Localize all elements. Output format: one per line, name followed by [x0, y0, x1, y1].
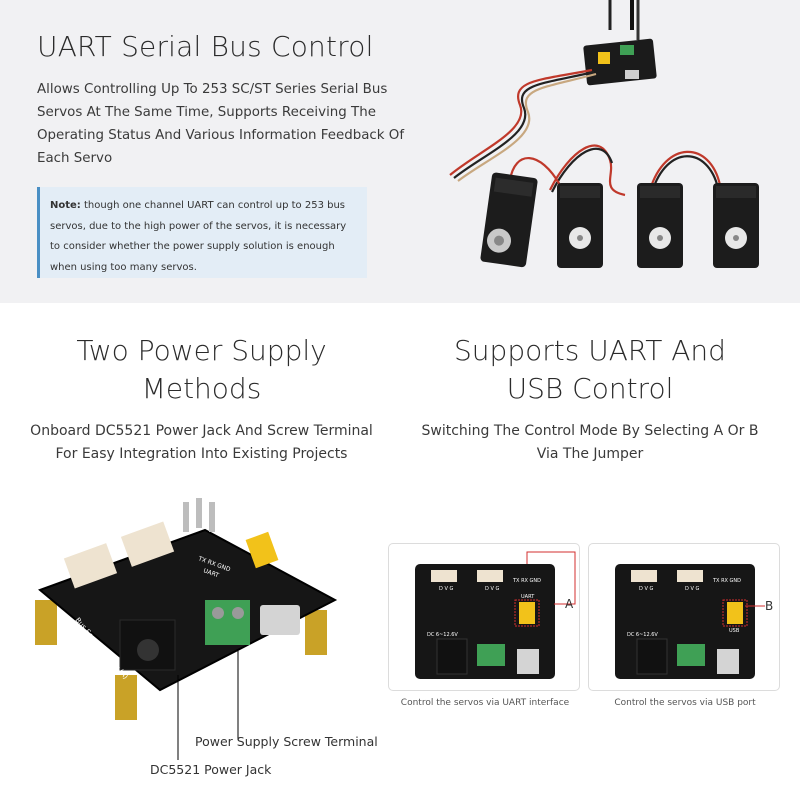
svg-text:D V G: D V G: [439, 586, 453, 592]
servo-2: [557, 183, 603, 268]
servo-3: [637, 183, 683, 268]
callout-dc-jack: DC5521 Power Jack: [150, 762, 272, 777]
svg-text:DC 6~12.6V: DC 6~12.6V: [627, 632, 658, 638]
caption-usb: Control the servos via USB port: [614, 698, 756, 708]
standoff-bottom: [115, 675, 137, 720]
power-subtitle-line1: Onboard DC5521 Power Jack And Screw Term…: [30, 423, 373, 439]
caption-uart: Control the servos via UART interface: [400, 698, 570, 708]
svg-text:TX RX GND: TX RX GND: [712, 578, 741, 584]
svg-text:D V G: D V G: [485, 586, 499, 592]
uart-section-title: UART Serial Bus Control: [37, 30, 374, 63]
uart-section: UART Serial Bus Control Allows Controlli…: [0, 0, 800, 303]
pin-header: [183, 502, 189, 532]
servo-chain-illustration: [449, 0, 759, 268]
servo-1: [480, 172, 538, 268]
svg-text:D V G: D V G: [685, 586, 699, 592]
adapter-board-illustration: TX RX GND UART Bus Servo Adapter (A): [35, 498, 338, 760]
servo-4: [713, 183, 759, 268]
servo-header-1: [63, 543, 118, 589]
panel-usb-mode: D V G D V G TX RX GND USB DC 6~12.6V B: [588, 543, 780, 691]
usb-c-port: [260, 605, 300, 635]
panel-uart-mode: D V G D V G TX RX GND UART DC 6~12.6V A: [388, 543, 580, 691]
note-text: though one channel UART can control up t…: [50, 200, 347, 273]
note-label: Note:: [50, 200, 81, 211]
jumper: [245, 531, 279, 569]
svg-text:D V G: D V G: [639, 586, 653, 592]
standoff-right: [305, 610, 327, 655]
svg-text:TX RX GND: TX RX GND: [512, 578, 541, 584]
power-subtitle-line2: For Easy Integration Into Existing Proje…: [55, 446, 348, 462]
control-subtitle-line2: Via The Jumper: [536, 446, 644, 462]
control-subtitle-line1: Switching The Control Mode By Selecting …: [421, 423, 759, 439]
mini-adapter-board: [583, 38, 657, 86]
svg-text:USB: USB: [729, 628, 740, 634]
servo-header-2: [120, 521, 175, 567]
control-title-line1: Supports UART And: [454, 334, 726, 367]
svg-text:UART: UART: [521, 594, 535, 600]
power-title-line1: Two Power Supply: [76, 334, 327, 367]
marker-b: B: [765, 599, 773, 613]
svg-text:DC 6~12.6V: DC 6~12.6V: [427, 632, 458, 638]
control-title-line2: USB Control: [506, 372, 674, 405]
screw-terminal: [205, 600, 250, 645]
note-box: Note: though one channel UART can contro…: [37, 187, 367, 278]
uart-section-description: Allows Controlling Up To 253 SC/ST Serie…: [37, 82, 405, 166]
standoff-left: [35, 600, 57, 645]
marker-a: A: [565, 597, 574, 611]
callout-screw-terminal: Power Supply Screw Terminal: [195, 734, 378, 749]
dc-jack: [119, 619, 176, 671]
power-title-line2: Methods: [141, 372, 262, 405]
